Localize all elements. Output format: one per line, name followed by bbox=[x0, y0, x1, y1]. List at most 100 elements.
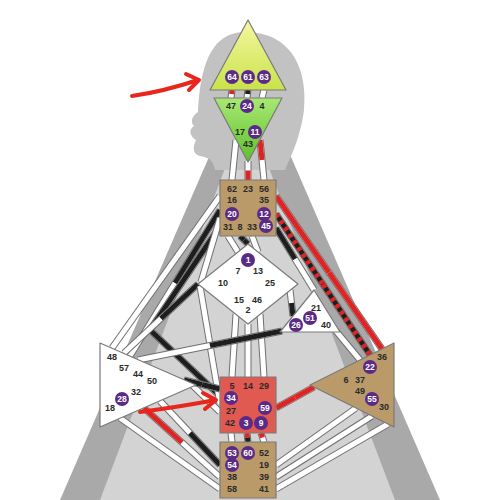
gate-number: 2 bbox=[245, 306, 250, 315]
gate-number: 8 bbox=[237, 223, 242, 232]
channel-core bbox=[247, 90, 248, 98]
channel-outline bbox=[260, 140, 264, 180]
gate-number: 43 bbox=[243, 140, 253, 149]
channel-outline bbox=[247, 433, 248, 442]
channel-outline bbox=[261, 433, 264, 442]
channel-core bbox=[246, 161, 251, 180]
channel-outline bbox=[190, 383, 220, 412]
center-shape bbox=[220, 377, 276, 433]
personality-half bbox=[240, 236, 244, 240]
throat-center: 622356163520123183345 bbox=[220, 180, 276, 236]
active-gate-number: 64 bbox=[225, 70, 239, 84]
active-gate-number: 54 bbox=[225, 458, 239, 472]
channel-outline bbox=[124, 284, 198, 353]
channel bbox=[247, 90, 248, 98]
gate-number: 57 bbox=[119, 364, 129, 373]
active-gate-number: 3 bbox=[239, 416, 253, 430]
solar-plexus-center: 3622637495530 bbox=[310, 343, 394, 427]
gate-number: 39 bbox=[259, 473, 269, 482]
channel-outline bbox=[232, 140, 236, 180]
gate-number: 40 bbox=[321, 321, 331, 330]
channel bbox=[248, 161, 249, 180]
channel-core bbox=[124, 284, 198, 353]
channel-outline bbox=[245, 161, 252, 180]
channel bbox=[248, 324, 249, 377]
body-cone bbox=[100, 110, 395, 500]
channel bbox=[190, 383, 220, 412]
gate-number: 56 bbox=[259, 185, 269, 194]
channel bbox=[276, 424, 388, 489]
channel-outline bbox=[260, 314, 264, 377]
channel bbox=[276, 416, 372, 477]
active-gate-number: 24 bbox=[240, 99, 254, 113]
center-shape bbox=[280, 290, 340, 332]
gate-number: 44 bbox=[133, 370, 143, 379]
spleen-center: 48574450322818 bbox=[100, 343, 196, 427]
channel-core bbox=[120, 418, 220, 489]
channel-core bbox=[246, 324, 251, 377]
channel bbox=[231, 433, 232, 442]
active-gate-number: 45 bbox=[259, 219, 273, 233]
gate-number: 38 bbox=[227, 473, 237, 482]
channel-core bbox=[232, 140, 236, 180]
gate-number: 27 bbox=[226, 407, 236, 416]
center-shape bbox=[310, 343, 394, 427]
personality-half bbox=[210, 331, 282, 346]
personality-half bbox=[292, 303, 294, 316]
center-shape bbox=[220, 442, 276, 498]
channel-outline bbox=[336, 331, 360, 360]
channel bbox=[228, 236, 238, 252]
design-half bbox=[245, 433, 251, 438]
channel-core bbox=[247, 433, 248, 442]
channel-outline bbox=[276, 416, 372, 477]
channel bbox=[290, 290, 293, 316]
gate-number: 16 bbox=[227, 196, 237, 205]
gate-number: 17 bbox=[235, 128, 245, 137]
gate-number: 48 bbox=[107, 353, 117, 362]
channel-core bbox=[231, 433, 232, 442]
active-gate-number: 60 bbox=[241, 446, 255, 460]
heart-center: 21512640 bbox=[280, 290, 340, 332]
channel-core bbox=[260, 314, 264, 377]
ajna-center: 47244171143 bbox=[214, 98, 282, 162]
design-half bbox=[246, 171, 251, 181]
channel-outline bbox=[120, 418, 220, 489]
design-half bbox=[261, 433, 263, 438]
gate-number: 13 bbox=[253, 267, 263, 276]
channel-outline bbox=[228, 236, 238, 252]
center-shape bbox=[220, 180, 276, 236]
personality-half bbox=[245, 438, 251, 443]
personality-half bbox=[202, 385, 220, 390]
channel bbox=[120, 418, 220, 489]
channel-core bbox=[276, 196, 382, 349]
channel-outline bbox=[231, 433, 232, 442]
gate-number: 62 bbox=[227, 185, 237, 194]
channel-core bbox=[138, 331, 282, 360]
gate-number: 46 bbox=[252, 296, 262, 305]
gate-number: 35 bbox=[259, 196, 269, 205]
gate-number: 25 bbox=[265, 279, 275, 288]
channel bbox=[276, 387, 314, 408]
gate-number: 52 bbox=[259, 449, 269, 458]
channel bbox=[276, 196, 382, 349]
channel bbox=[124, 284, 198, 353]
active-gate-number: 9 bbox=[254, 416, 268, 430]
channel-core bbox=[261, 433, 264, 442]
channel bbox=[336, 331, 360, 360]
gate-number: 33 bbox=[247, 223, 257, 232]
channel-core bbox=[231, 90, 232, 98]
gate-number: 36 bbox=[377, 353, 387, 362]
channel-core bbox=[290, 290, 293, 316]
gate-number: 32 bbox=[131, 388, 141, 397]
g-center: 1713102515462 bbox=[198, 244, 298, 324]
channel-outline bbox=[276, 424, 388, 489]
gate-number: 19 bbox=[259, 461, 269, 470]
channel-outline bbox=[247, 90, 248, 98]
gate-number: 30 bbox=[379, 403, 389, 412]
channel bbox=[260, 314, 264, 377]
gate-number: 47 bbox=[226, 102, 236, 111]
design-half bbox=[276, 196, 329, 273]
channel-core bbox=[276, 387, 314, 408]
active-gate-number: 20 bbox=[225, 207, 239, 221]
